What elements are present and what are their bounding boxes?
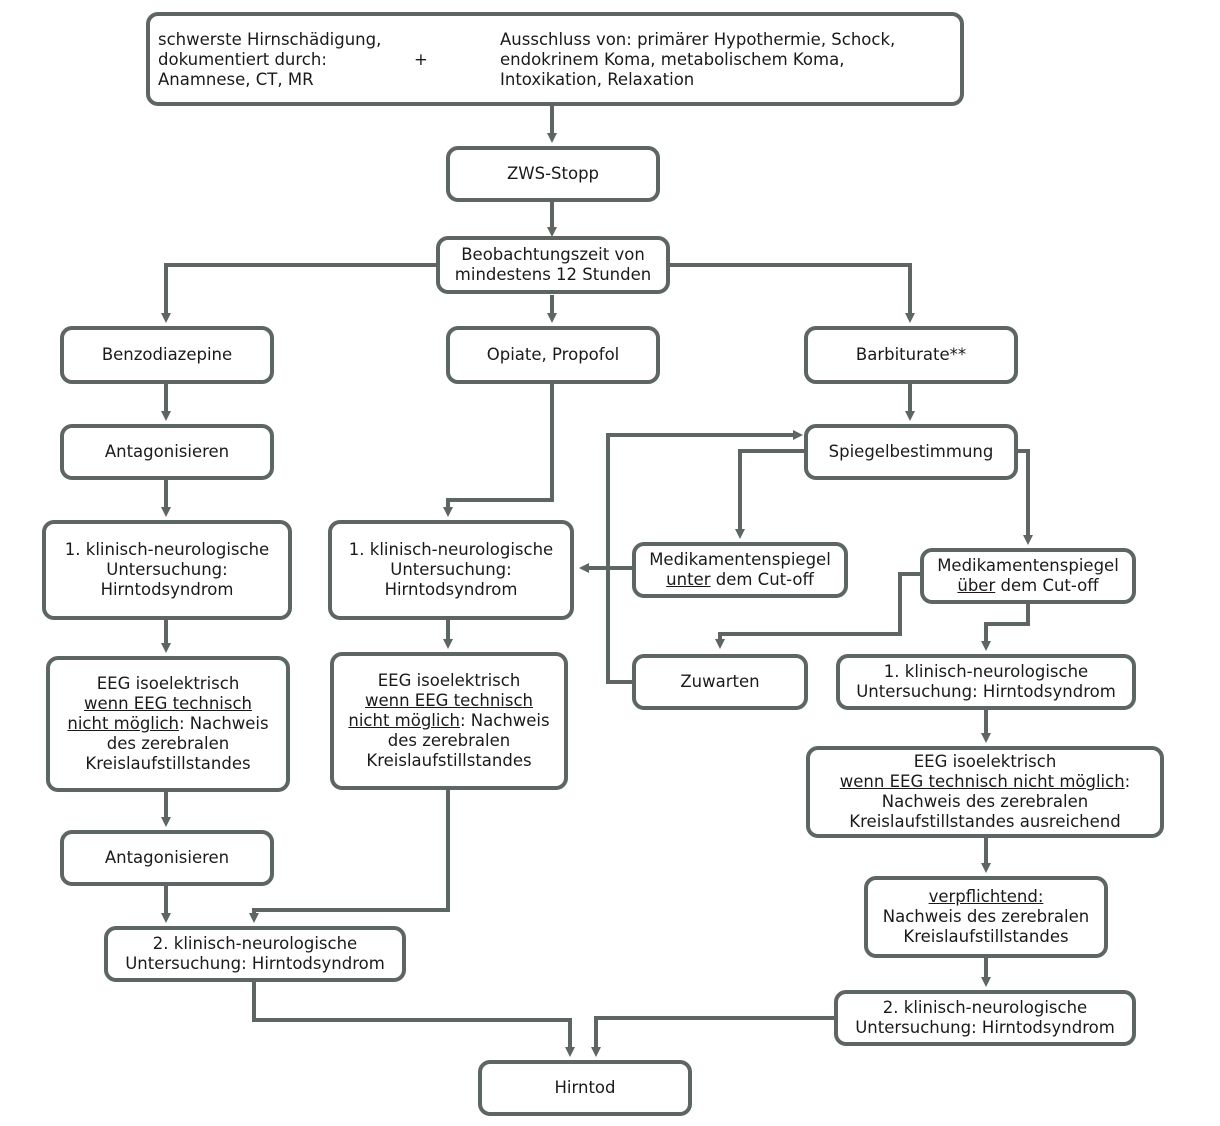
antagonisieren-box-1: Antagonisieren — [60, 424, 274, 480]
arrow-zuwarten-spiegel — [606, 430, 803, 684]
arrow-ueber-unt1r — [981, 604, 1030, 651]
middle-eeg-box: EEG isoelektrisch wenn EEG technisch nic… — [330, 652, 568, 790]
eeg-line: EEG isoelektrisch — [96, 674, 240, 693]
eeg-line: wenn EEG technisch nicht möglich: — [840, 772, 1130, 792]
left-untersuchung-1-box: 1. klinisch-neurologische Untersuchung: … — [42, 520, 292, 620]
arrow-unt2l-hirntod — [252, 982, 575, 1057]
hirntod-label: Hirntod — [554, 1078, 616, 1097]
eeg-line: des zerebralen — [106, 734, 230, 753]
spiegel-line: über dem Cut-off — [957, 576, 1098, 596]
eeg-line: nicht möglich: Nachweis — [348, 711, 549, 731]
untersuchung-line: 1. klinisch-neurologische — [64, 540, 270, 559]
arrow-eegm-unt2 — [249, 790, 450, 923]
spiegel-line: unter dem Cut-off — [666, 570, 814, 590]
untersuchung-line: Untersuchung: — [106, 560, 228, 579]
eeg-line: EEG isoelektrisch — [377, 671, 521, 690]
untersuchung-line: Hirntodsyndrom — [384, 580, 518, 599]
untersuchung-line: Untersuchung: Hirntodsyndrom — [125, 954, 385, 973]
eeg-line: nicht möglich: Nachweis — [67, 714, 268, 734]
arrow-ueber-zuwarten — [715, 572, 922, 649]
zws-stopp-box: ZWS-Stopp — [446, 146, 660, 202]
untersuchung-line: Untersuchung: — [390, 560, 512, 579]
eeg-line: Kreislaufstillstandes — [366, 751, 532, 770]
premise-left: schwerste Hirnschädigung, dokumentiert d… — [158, 30, 381, 90]
benzodiazepine-box: Benzodiazepine — [60, 326, 274, 384]
right-untersuchung-1-box: 1. klinisch-neurologische Untersuchung: … — [836, 654, 1136, 710]
arrow-opiate-unt1 — [443, 382, 554, 517]
beobachtung-box: Beobachtungszeit von mindestens 12 Stund… — [436, 236, 670, 294]
eeg-line: Kreislaufstillstandes ausreichend — [849, 812, 1121, 831]
beobachtung-line: Beobachtungszeit von — [461, 245, 645, 264]
hirntod-box: Hirntod — [478, 1060, 692, 1116]
spiegelbestimmung-label: Spiegelbestimmung — [828, 442, 994, 461]
spiegel-rest: dem Cut-off — [710, 570, 814, 589]
eeg-rest-part: : Nachweis — [460, 711, 550, 730]
spiegel-rest: dem Cut-off — [995, 576, 1099, 595]
antagonisieren-label: Antagonisieren — [104, 442, 230, 461]
untersuchung-line: 1. klinisch-neurologische — [348, 540, 554, 559]
premise-right-line: Intoxikation, Relaxation — [500, 70, 695, 89]
right-untersuchung-2-box: 2. klinisch-neurologische Untersuchung: … — [834, 990, 1136, 1046]
antagonisieren-label: Antagonisieren — [104, 848, 230, 867]
spiegel-line: Medikamentenspiegel — [649, 550, 831, 569]
eeg-underlined-part: nicht möglich — [348, 711, 460, 730]
eeg-rest-part: : Nachweis — [179, 714, 269, 733]
eeg-line: Kreislaufstillstandes — [85, 754, 251, 773]
verpflichtend-box: verpflichtend: Nachweis des zerebralen K… — [864, 876, 1108, 958]
untersuchung-line: 1. klinisch-neurologische — [883, 662, 1089, 681]
premise-left-line: schwerste Hirnschädigung, — [158, 30, 382, 49]
middle-untersuchung-1-box: 1. klinisch-neurologische Untersuchung: … — [328, 520, 574, 620]
opiate-label: Opiate, Propofol — [486, 345, 620, 364]
eeg-line-underlined: wenn EEG technisch — [364, 691, 533, 710]
eeg-underlined-part: nicht möglich — [67, 714, 179, 733]
spiegelbestimmung-box: Spiegelbestimmung — [804, 424, 1018, 480]
verpflichtend-underlined: verpflichtend: — [928, 887, 1044, 906]
opiate-propofol-box: Opiate, Propofol — [446, 326, 660, 384]
untersuchung-line: Untersuchung: Hirntodsyndrom — [856, 682, 1116, 701]
spiegel-ueber-box: Medikamentenspiegel über dem Cut-off — [920, 548, 1136, 604]
arrow-spiegel-ueber — [1018, 449, 1033, 545]
eeg-line-underlined: wenn EEG technisch — [83, 694, 252, 713]
zuwarten-box: Zuwarten — [632, 654, 808, 710]
plus-sign: + — [414, 50, 428, 69]
spiegel-underlined: unter — [666, 570, 711, 589]
verpflichtend-line: Nachweis des zerebralen — [882, 907, 1090, 926]
spiegel-underlined: über — [957, 576, 996, 595]
eeg-rest-part: : — [1124, 772, 1131, 791]
barbiturate-box: Barbiturate** — [804, 326, 1018, 384]
zuwarten-label: Zuwarten — [680, 672, 760, 691]
eeg-underlined-part: wenn EEG technisch nicht möglich — [839, 772, 1125, 791]
left-eeg-box: EEG isoelektrisch wenn EEG technisch nic… — [46, 656, 290, 792]
eeg-line: des zerebralen — [387, 731, 511, 750]
spiegel-line: Medikamentenspiegel — [937, 556, 1119, 575]
arrow-unt2r-hirntod — [591, 1016, 836, 1057]
antagonisieren-box-2: Antagonisieren — [60, 830, 274, 886]
zws-stopp-label: ZWS-Stopp — [506, 164, 600, 183]
arrow-beob-barbi — [668, 263, 915, 323]
untersuchung-line: 2. klinisch-neurologische — [152, 934, 358, 953]
untersuchung-line: 2. klinisch-neurologische — [882, 998, 1088, 1017]
beobachtung-line: mindestens 12 Stunden — [454, 265, 652, 284]
right-eeg-box: EEG isoelektrisch wenn EEG technisch nic… — [806, 746, 1164, 838]
barbiturate-label: Barbiturate** — [855, 345, 967, 364]
eeg-line: EEG isoelektrisch — [913, 752, 1057, 771]
premise-right: Ausschluss von: primärer Hypothermie, Sc… — [500, 30, 895, 90]
benzodiazepine-label: Benzodiazepine — [101, 345, 233, 364]
untersuchung-line: Untersuchung: Hirntodsyndrom — [855, 1018, 1115, 1037]
spiegel-unter-box: Medikamentenspiegel unter dem Cut-off — [632, 542, 848, 598]
left-untersuchung-2-box: 2. klinisch-neurologische Untersuchung: … — [104, 926, 406, 982]
premise-left-line: Anamnese, CT, MR — [158, 70, 314, 89]
premise-right-line: Ausschluss von: primärer Hypothermie, Sc… — [500, 30, 896, 49]
eeg-line: Nachweis des zerebralen — [881, 792, 1089, 811]
premise-right-line: endokrinem Koma, metabolischem Koma, — [500, 50, 845, 69]
arrow-beob-benzo — [161, 263, 438, 323]
premise-box: schwerste Hirnschädigung, dokumentiert d… — [146, 12, 964, 106]
verpflichtend-line: Kreislaufstillstandes — [903, 927, 1069, 946]
premise-left-line: dokumentiert durch: — [158, 50, 327, 69]
arrow-spiegel-unter — [735, 449, 808, 539]
untersuchung-line: Hirntodsyndrom — [100, 580, 234, 599]
